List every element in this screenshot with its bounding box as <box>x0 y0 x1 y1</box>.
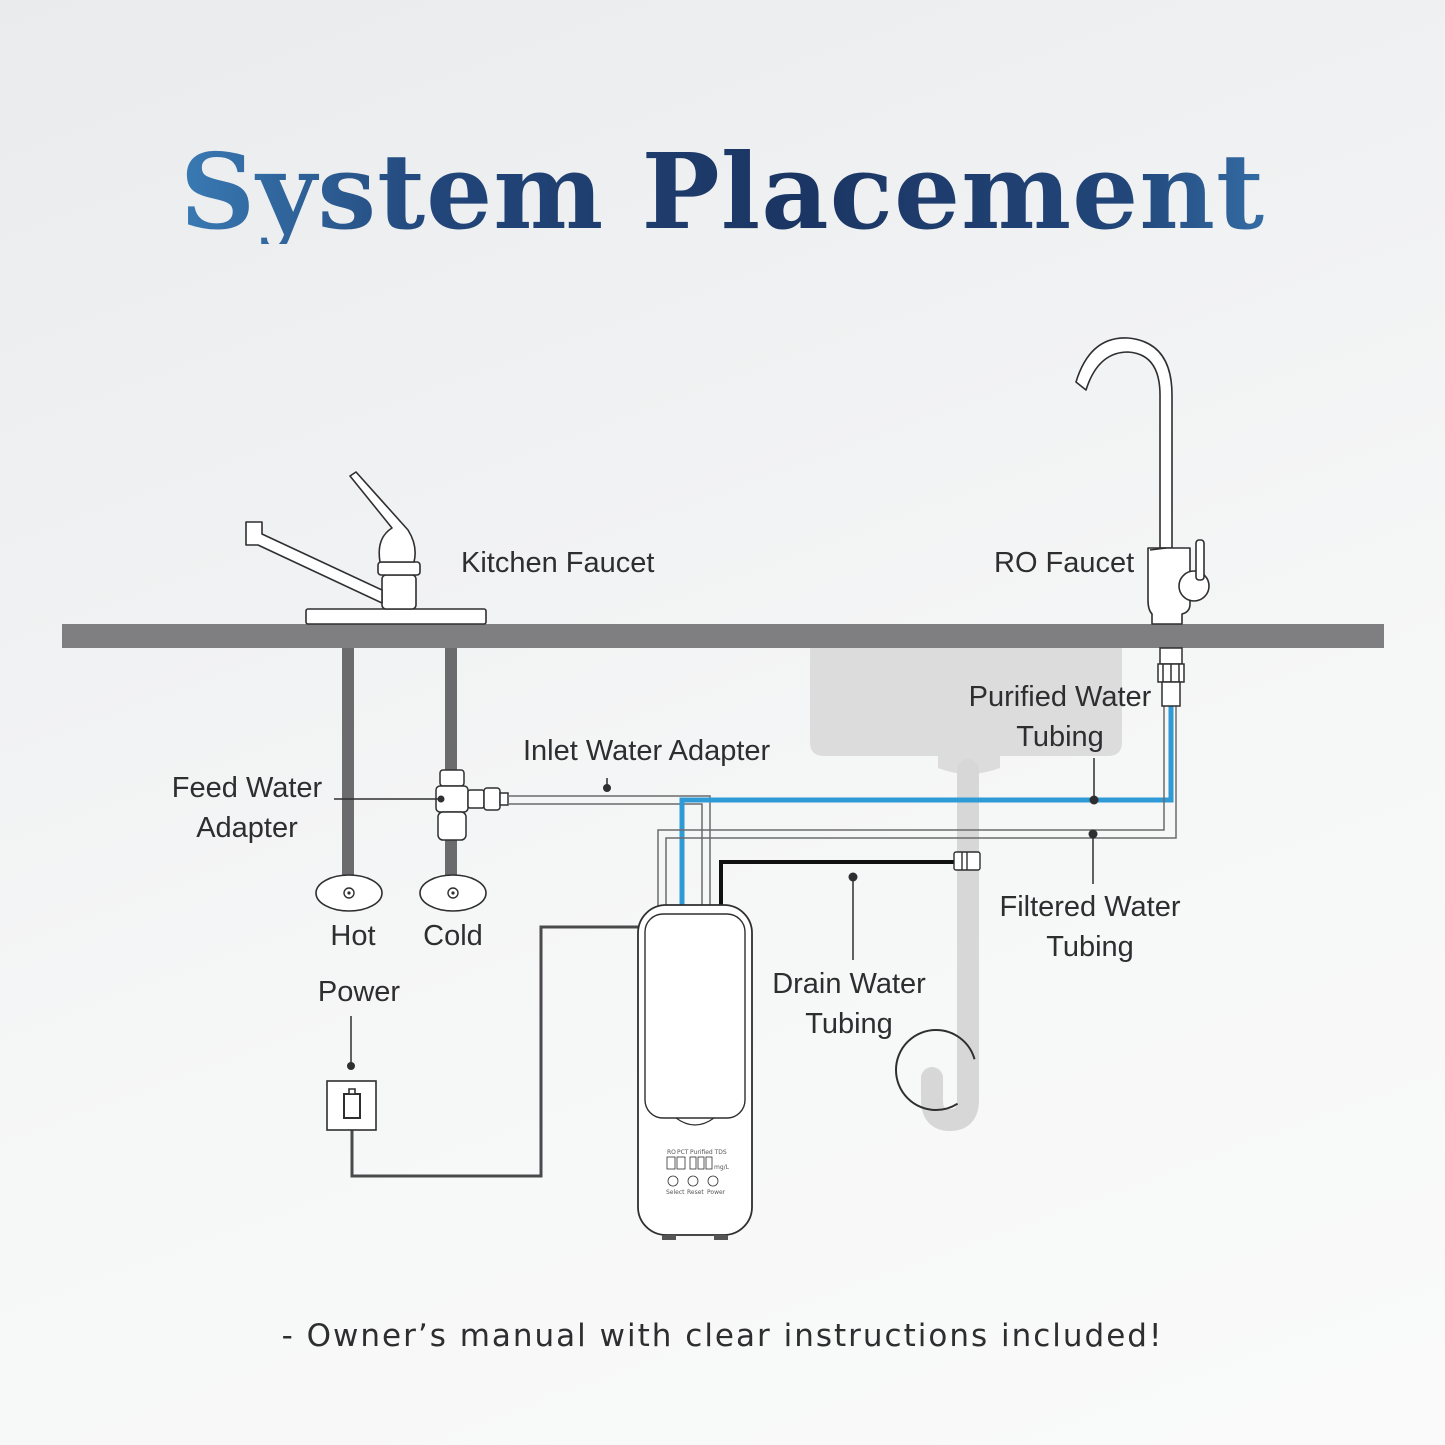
panel-button-select: Select <box>666 1189 685 1196</box>
inlet-water-tubing <box>508 795 711 906</box>
ro-faucet-label: RO Faucet <box>994 547 1135 579</box>
filtered-water-tubing-label-line2: Tubing <box>1046 931 1134 963</box>
panel-button-reset: Reset <box>687 1189 704 1196</box>
drain-water-tubing-label-line1: Drain Water <box>772 968 926 1000</box>
drain-water-tubing-label-line2: Tubing <box>805 1008 893 1040</box>
cold-supply-pipe <box>445 648 457 880</box>
power-cable <box>350 925 642 1178</box>
sink-basin <box>810 648 1122 774</box>
kitchen-faucet-label: Kitchen Faucet <box>461 547 655 579</box>
drain-pipe <box>921 759 979 1132</box>
feed-water-adapter <box>435 769 509 841</box>
control-panel <box>666 1156 719 1187</box>
purified-water-tubing <box>679 706 1174 906</box>
footnote: - Owner’s manual with clear instructions… <box>281 1318 1164 1354</box>
power-outlet <box>326 1080 377 1131</box>
filtered-water-tubing <box>657 706 1177 906</box>
cold-valve <box>419 874 487 912</box>
panel-header-tds: Purified TDS <box>690 1149 727 1156</box>
feed-water-adapter-label-line1: Feed Water <box>171 772 323 804</box>
ro-unit: RO PCT Purified TDS mg/L Select Reset Po… <box>637 904 753 1240</box>
power-label: Power <box>317 976 401 1008</box>
panel-button-power: Power <box>707 1189 726 1196</box>
inlet-water-adapter-label: Inlet Water Adapter <box>523 735 771 767</box>
filtered-water-tubing-label-line1: Filtered Water <box>999 891 1181 923</box>
panel-header-ro: RO <box>667 1149 676 1156</box>
hot-label: Hot <box>330 920 376 952</box>
hot-valve <box>315 874 383 912</box>
purified-water-tubing-label-line1: Purified Water <box>968 681 1152 713</box>
cold-label: Cold <box>423 920 483 952</box>
drain-saddle <box>953 851 981 871</box>
drain-trap-outline <box>895 1029 977 1111</box>
ro-faucet-graphic <box>1075 337 1210 625</box>
kitchen-faucet <box>245 471 487 625</box>
drain-water-tubing <box>719 860 960 906</box>
page-title: System Placement <box>0 140 1445 244</box>
panel-header-pct: PCT <box>677 1149 689 1156</box>
ro-faucet-connector <box>1157 647 1185 707</box>
feed-water-adapter-label-line2: Adapter <box>196 812 298 844</box>
panel-unit: mg/L <box>714 1164 730 1171</box>
hot-supply-pipe <box>342 648 354 880</box>
countertop <box>62 624 1384 648</box>
purified-water-tubing-label-line2: Tubing <box>1016 721 1104 753</box>
